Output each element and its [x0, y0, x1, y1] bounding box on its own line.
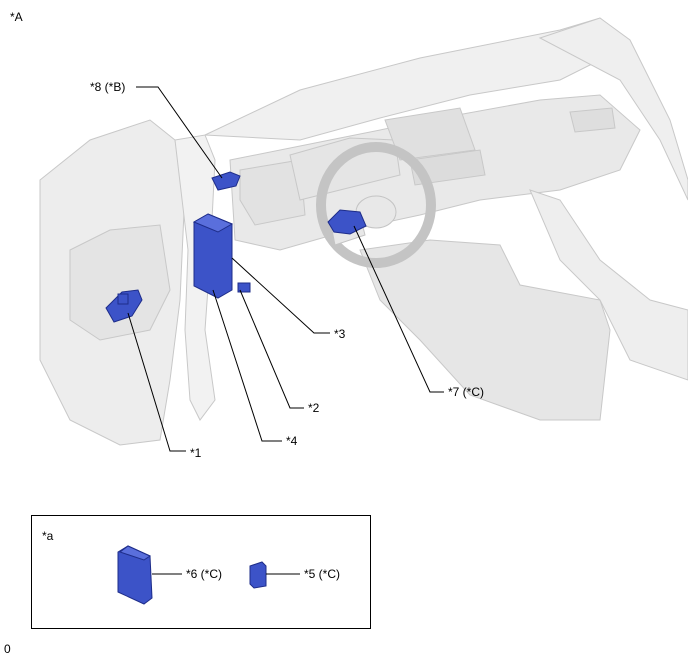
callout-2: *2 — [308, 401, 320, 415]
callout-8: *8 (*B) — [90, 80, 126, 94]
inset-label: *a — [42, 529, 54, 543]
component-1-window-switch — [105, 289, 143, 323]
component-7-steering-sensor — [327, 209, 367, 235]
callout-5: *5 (*C) — [304, 567, 341, 581]
callout-6: *6 (*C) — [186, 567, 223, 581]
callout-1: *1 — [190, 446, 202, 460]
inset-part-5 — [249, 561, 267, 589]
footer-code: 0 — [4, 642, 11, 656]
component-2-module — [237, 282, 251, 293]
steering-wheel — [316, 142, 436, 268]
component-8-ecu — [211, 171, 241, 191]
leader-lines — [127, 86, 444, 452]
component-4-junction-block — [192, 213, 234, 299]
callout-3: *3 — [334, 327, 346, 341]
callout-7: *7 (*C) — [448, 385, 485, 399]
callout-4: *4 — [286, 434, 298, 448]
vehicle-interior — [39, 17, 688, 446]
view-label: *A — [10, 10, 23, 24]
inset-part-6 — [117, 545, 153, 605]
inset-box — [31, 515, 371, 629]
